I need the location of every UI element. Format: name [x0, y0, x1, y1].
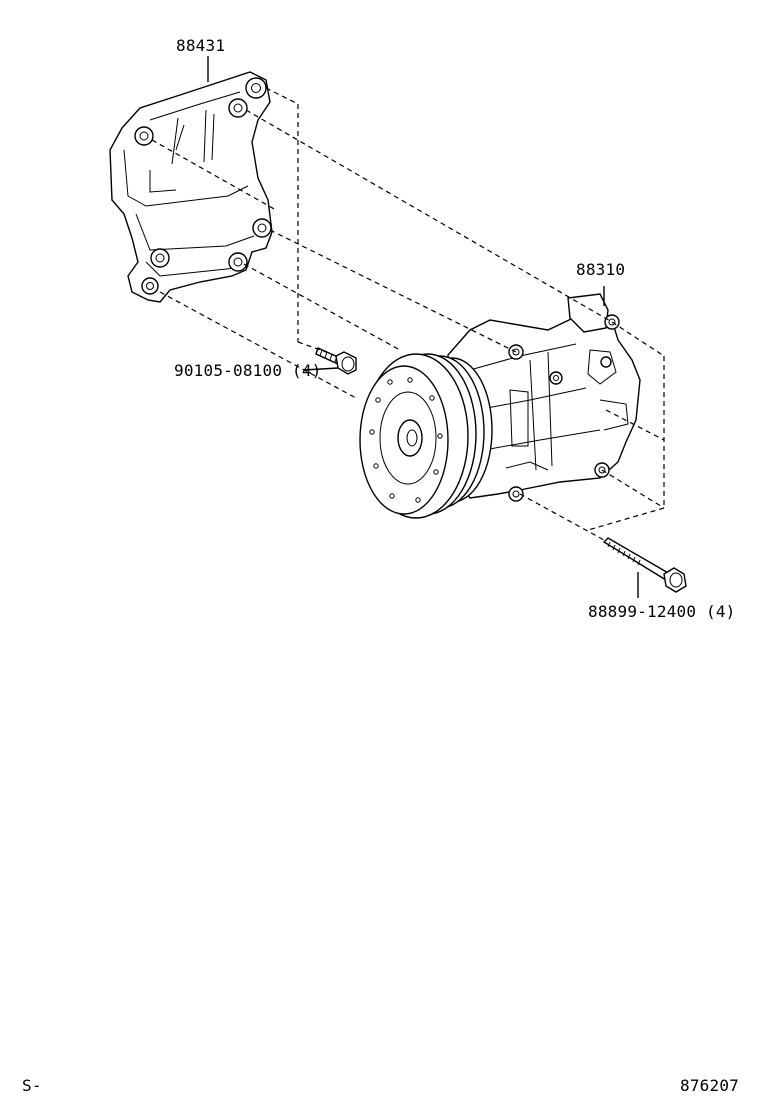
label-88899-12400[interactable]: 88899-12400 (4) — [588, 603, 736, 621]
quantity: (4) — [706, 602, 736, 621]
assembly-dashed-lines — [151, 87, 665, 541]
compressor-88310-drawing[interactable] — [359, 293, 641, 519]
bracket-88431-drawing[interactable] — [109, 71, 273, 303]
part-number: 88899-12400 — [588, 602, 697, 621]
footer-left-code: S- — [22, 1076, 42, 1095]
figure-number: 876207 — [680, 1076, 739, 1095]
bolt-90105-08100-drawing[interactable] — [315, 347, 357, 375]
label-88310[interactable]: 88310 — [576, 260, 626, 279]
leader-90105-08100 — [303, 367, 339, 371]
quantity: (4) — [292, 361, 322, 380]
bolt-88899-12400-drawing[interactable] — [602, 537, 687, 593]
part-number: 90105-08100 — [174, 361, 283, 380]
label-88431[interactable]: 88431 — [176, 36, 226, 55]
label-90105-08100[interactable]: 90105-08100 (4) — [174, 362, 322, 380]
